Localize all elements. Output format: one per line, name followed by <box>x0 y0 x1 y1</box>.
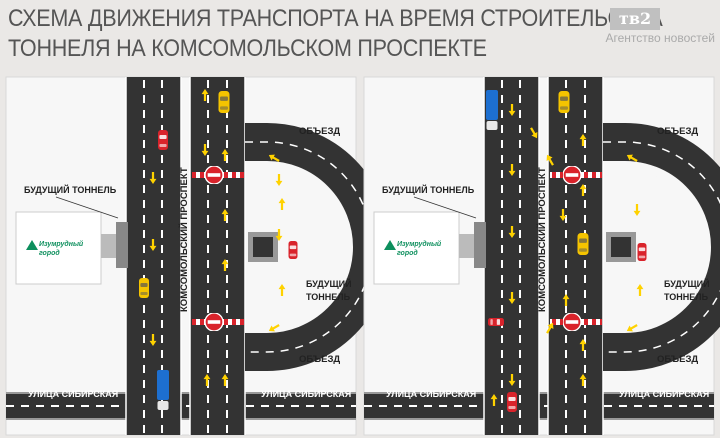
detour-top-label: ОБЪЕЗД <box>299 126 340 137</box>
street-label-left: УЛИЦА СИБИРСКАЯ <box>28 389 118 399</box>
tunnel-portal-left <box>116 222 128 268</box>
future-tunnel-label: БУДУЩИЙ ТОННЕЛЬ <box>24 184 117 195</box>
brand-logo: тв2 <box>610 8 660 30</box>
future-tunnel-right-label-2: ТОННЕЛЬ <box>664 292 709 302</box>
tunnel-portal-left <box>474 222 486 268</box>
future-tunnel-right-label-1: БУДУЩИЙ <box>306 278 352 289</box>
leader-line <box>55 196 119 219</box>
truck-icon <box>486 90 498 130</box>
future-tunnel-right-label-2: ТОННЕЛЬ <box>306 292 351 302</box>
title-line-2: ТОННЕЛЯ НА КОМСОМОЛЬСКОМ ПРОСПЕКТЕ <box>8 35 487 62</box>
agency-label: Агентство новостей <box>605 31 715 45</box>
no-entry-sign-icon <box>205 313 223 331</box>
avenue-left-carriageway <box>126 77 181 435</box>
street-label-right: УЛИЦА СИБИРСКАЯ <box>619 389 709 399</box>
car-icon <box>507 392 517 412</box>
avenue-label: КОМСОМОЛЬСКИЙ ПРОСПЕКТ <box>178 167 190 312</box>
leader-line <box>413 196 477 219</box>
future-tunnel-right-label-1: БУДУЩИЙ <box>664 278 710 289</box>
car-icon <box>218 91 230 113</box>
car-icon <box>637 243 647 261</box>
street-label-left: УЛИЦА СИБИРСКАЯ <box>386 389 476 399</box>
car-icon <box>558 91 570 113</box>
car-icon <box>139 278 149 298</box>
detour-top-label: ОБЪЕЗД <box>657 126 698 137</box>
no-entry-sign-icon <box>205 166 223 184</box>
building-sign-line-2: город <box>39 249 60 257</box>
detour-lane-marking <box>603 141 720 353</box>
detour-bottom-label: ОБЪЕЗД <box>657 354 698 365</box>
car-icon <box>488 318 504 326</box>
truck-icon <box>157 370 169 410</box>
future-tunnel-label: БУДУЩИЙ ТОННЕЛЬ <box>382 184 475 195</box>
avenue-right-carriageway <box>190 77 245 435</box>
car-icon <box>577 233 589 255</box>
building-sign-line-1: Изумрудный <box>39 240 84 248</box>
detour-inner <box>259 170 344 324</box>
emerald-logo-icon <box>26 240 38 250</box>
no-entry-sign-icon <box>563 313 581 331</box>
street-label-right: УЛИЦА СИБИРСКАЯ <box>261 389 351 399</box>
detour-bottom-label: ОБЪЕЗД <box>299 354 340 365</box>
tunnel-road-right <box>253 237 273 257</box>
detour-inner <box>617 170 702 324</box>
emerald-logo-icon <box>384 240 396 250</box>
no-entry-sign-icon <box>563 166 581 184</box>
tunnel-road-right <box>611 237 631 257</box>
car-icon <box>288 241 298 259</box>
building-sign-line-1: Изумрудный <box>397 240 442 248</box>
building-sign-line-2: город <box>397 249 418 257</box>
avenue-label: КОМСОМОЛЬСКИЙ ПРОСПЕКТ <box>536 167 548 312</box>
avenue-right-carriageway <box>548 77 603 435</box>
car-icon <box>158 130 168 150</box>
